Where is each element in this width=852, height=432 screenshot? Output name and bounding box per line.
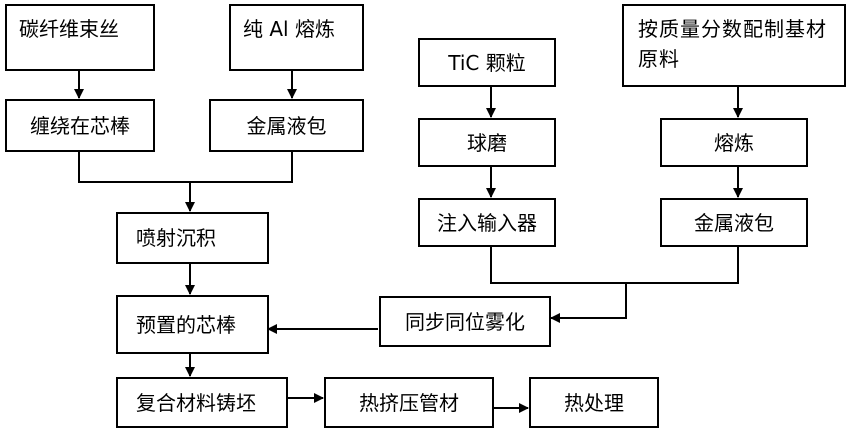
node-preset-mandrel: 预置的芯棒 [116, 295, 269, 354]
merge-to-spray [78, 152, 293, 211]
node-ladle-1: 金属液包 [209, 99, 364, 152]
node-ball-mill: 球磨 [418, 118, 556, 167]
node-melting: 熔炼 [660, 118, 808, 167]
node-sync-atomize: 同步同位雾化 [379, 296, 551, 347]
node-ladle-2: 金属液包 [660, 198, 808, 247]
node-hot-extrusion: 热挤压管材 [324, 377, 494, 428]
node-carbon-fiber: 碳纤维束丝 [5, 4, 155, 71]
node-winding: 缠绕在芯棒 [5, 99, 155, 152]
node-injector: 注入输入器 [418, 198, 556, 247]
node-heat-treatment: 热处理 [529, 377, 659, 428]
node-composite-billet: 复合材料铸坯 [116, 377, 288, 428]
node-batching: 按质量分数配制基材原料 [622, 4, 846, 87]
node-pure-al-melting: 纯 Al 熔炼 [229, 4, 364, 71]
node-spray-deposition: 喷射沉积 [116, 212, 269, 264]
node-tic-particles: TiC 颗粒 [418, 38, 556, 87]
